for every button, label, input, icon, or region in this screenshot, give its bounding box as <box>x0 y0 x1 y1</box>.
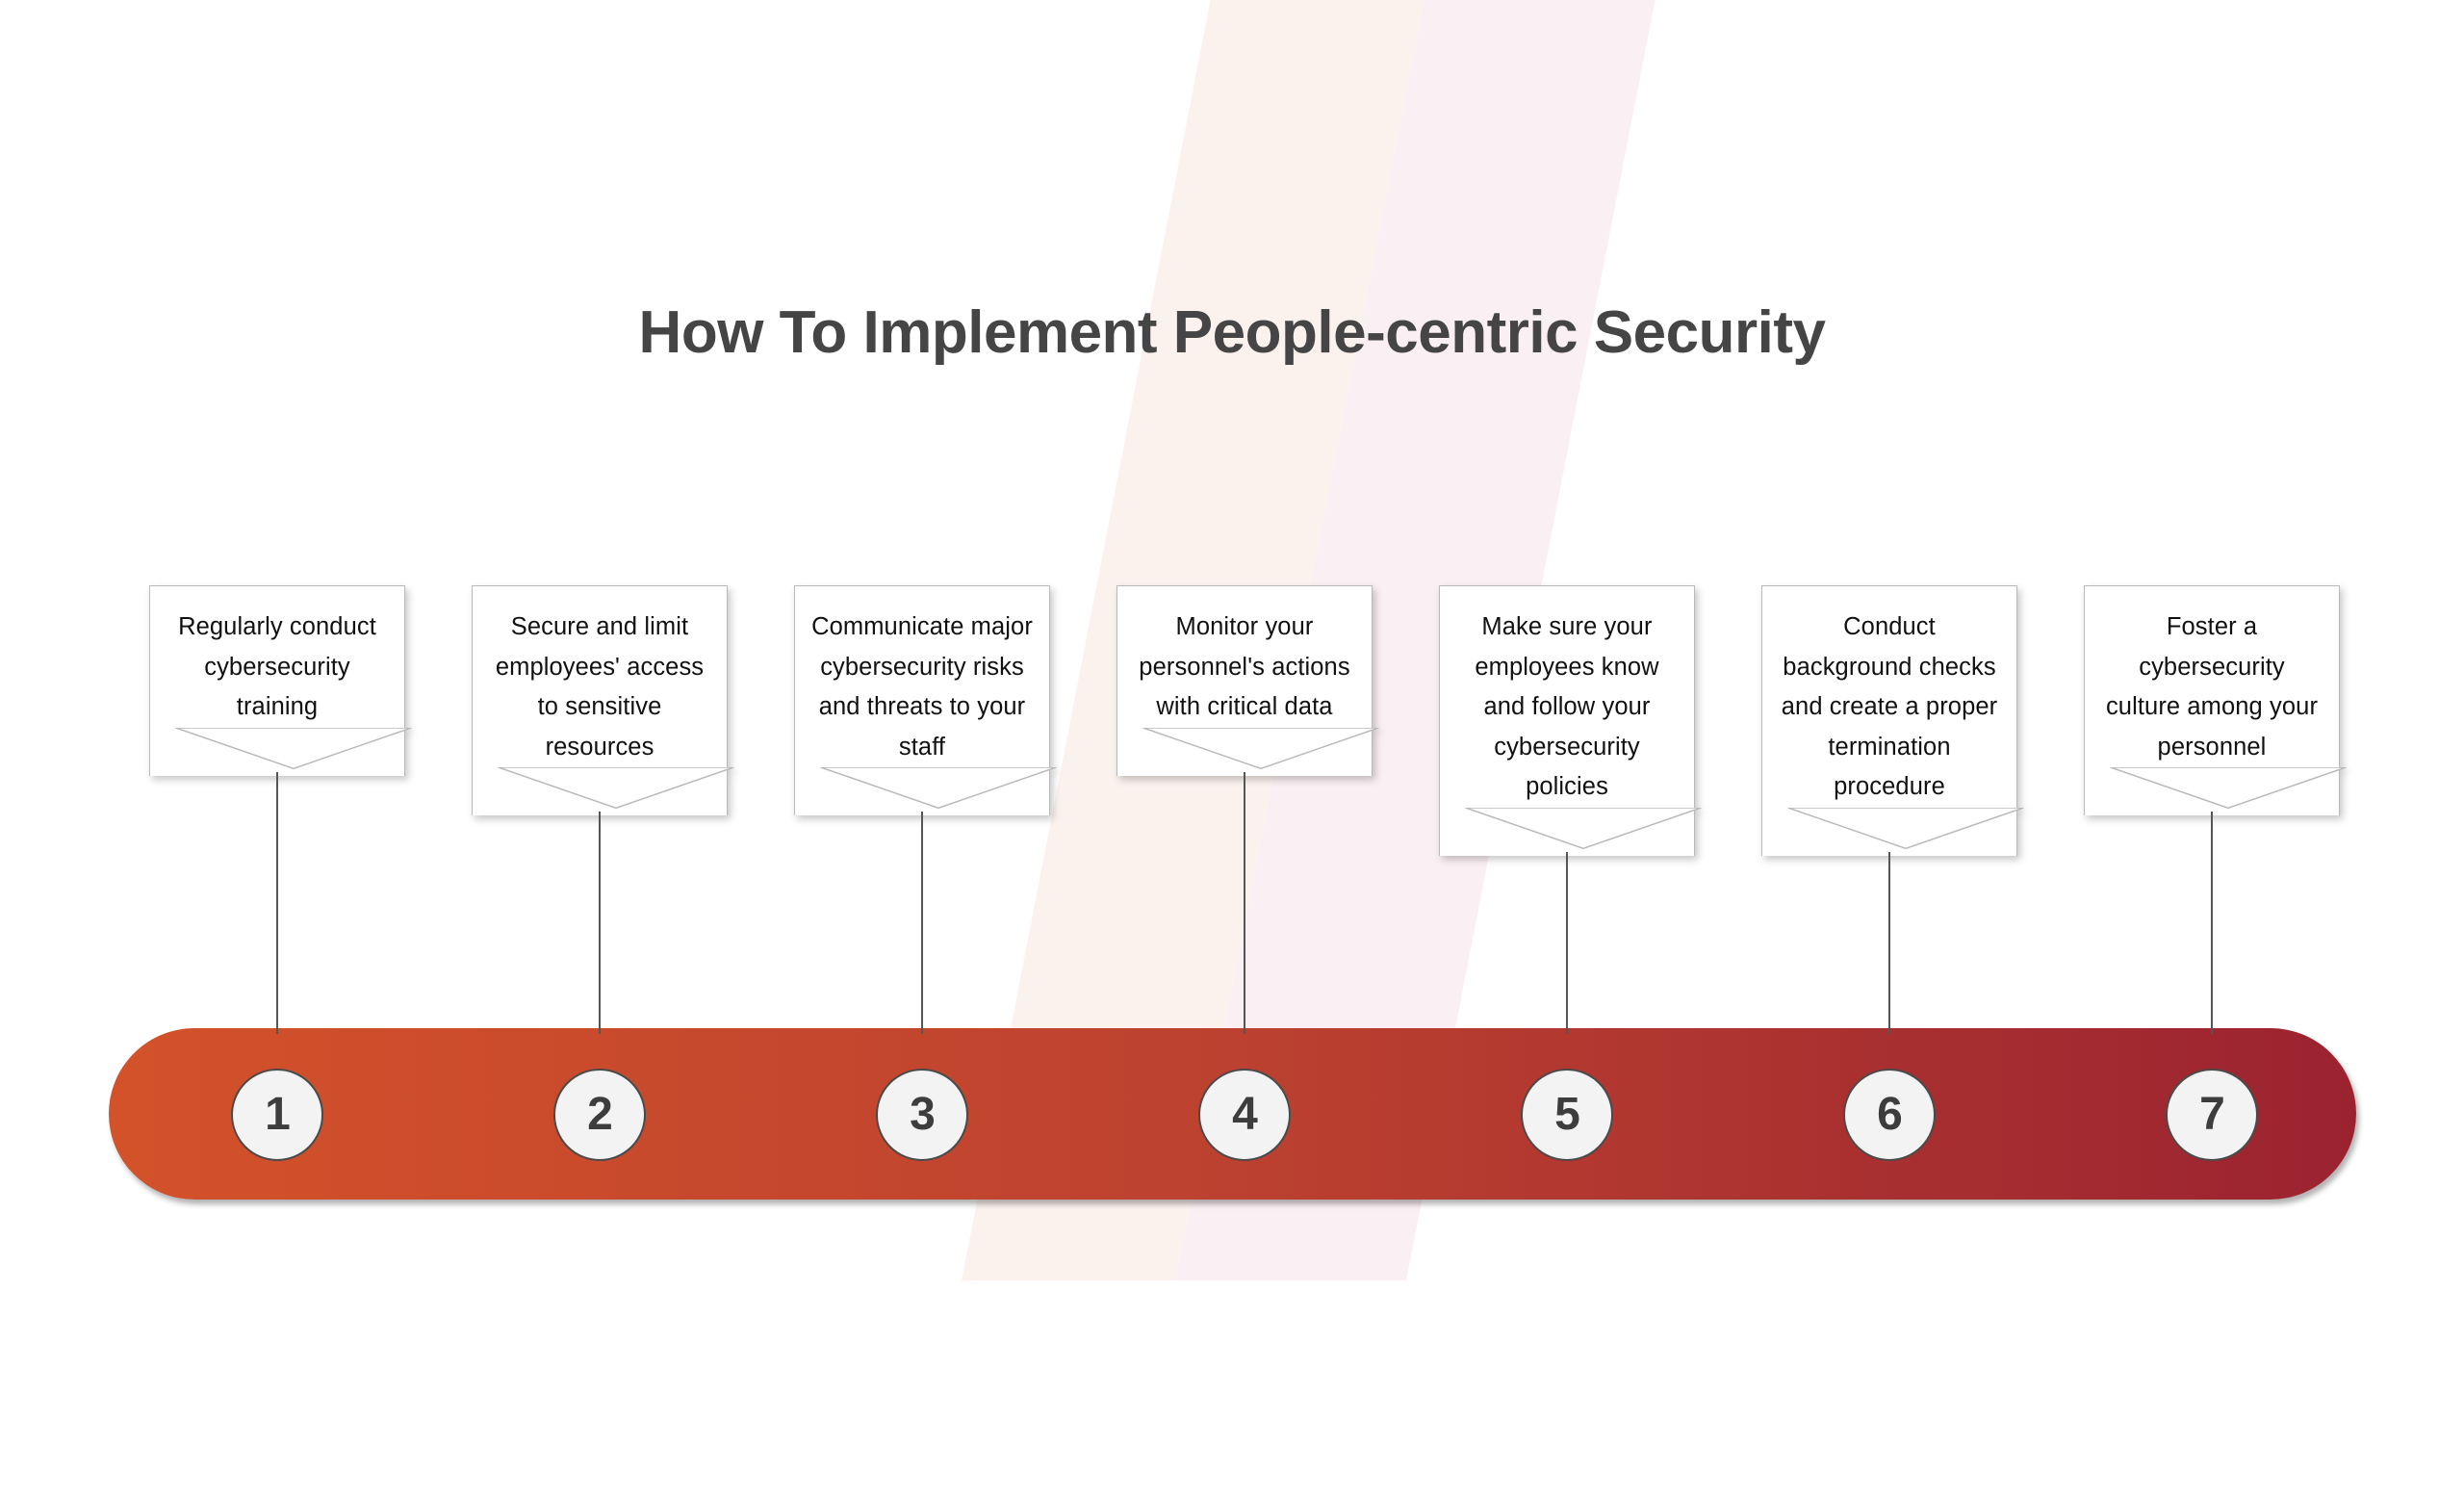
step-card-notch <box>810 767 1066 812</box>
step-connector-line <box>2211 812 2213 1034</box>
step-card-text: Regularly conduct cybersecurity training <box>178 613 376 720</box>
step-card-body: Secure and limit employees' access to se… <box>472 585 734 815</box>
step-connector-line <box>276 772 278 1034</box>
step-card-body: Communicate major cybersecurity risks an… <box>794 585 1057 815</box>
step-card-body: Monitor your personnel's actions with cr… <box>1116 585 1379 776</box>
timeline-node-4[interactable]: 4 <box>1198 1069 1291 1161</box>
step-card[interactable]: Secure and limit employees' access to se… <box>472 585 734 815</box>
step-card-text: Make sure your employees know and follow… <box>1475 613 1659 800</box>
timeline-node-label: 3 <box>910 1089 936 1140</box>
step-card-notch <box>166 727 422 772</box>
step-card[interactable]: Communicate major cybersecurity risks an… <box>794 585 1057 815</box>
step-card-text: Communicate major cybersecurity risks an… <box>811 613 1033 761</box>
step-card-body: Make sure your employees know and follow… <box>1439 585 1702 856</box>
timeline-node-label: 7 <box>2199 1089 2225 1140</box>
step-connector-line <box>599 812 601 1034</box>
page-title: How To Implement People-centric Security <box>638 299 1826 366</box>
step-card-text: Foster a cybersecurity culture among you… <box>2105 613 2319 761</box>
step-card-body: Regularly conduct cybersecurity training <box>149 585 412 776</box>
step-card-notch <box>1455 807 1711 852</box>
timeline-node-5[interactable]: 5 <box>1521 1069 1613 1161</box>
timeline-node-label: 6 <box>1877 1089 1903 1140</box>
step-connector-line <box>1244 772 1245 1034</box>
step-card-body: Conduct background checks and create a p… <box>1761 585 2024 856</box>
step-card[interactable]: Foster a cybersecurity culture among you… <box>2084 585 2347 815</box>
step-card[interactable]: Regularly conduct cybersecurity training <box>149 585 412 776</box>
step-card-notch <box>1778 807 2034 852</box>
step-card-notch <box>488 767 744 812</box>
step-connector-line <box>1566 852 1568 1034</box>
step-connector-line <box>921 812 923 1034</box>
timeline-node-6[interactable]: 6 <box>1843 1069 1936 1161</box>
step-card[interactable]: Make sure your employees know and follow… <box>1439 585 1702 856</box>
step-card-body: Foster a cybersecurity culture among you… <box>2084 585 2347 815</box>
step-card[interactable]: Monitor your personnel's actions with cr… <box>1116 585 1379 776</box>
step-card-notch <box>2100 767 2356 812</box>
timeline-node-label: 5 <box>1554 1089 1580 1140</box>
step-card-text: Monitor your personnel's actions with cr… <box>1139 613 1350 720</box>
step-card[interactable]: Conduct background checks and create a p… <box>1761 585 2024 856</box>
step-card-text: Secure and limit employees' access to se… <box>495 613 705 761</box>
timeline-node-label: 4 <box>1232 1089 1258 1140</box>
timeline-node-1[interactable]: 1 <box>231 1069 323 1161</box>
timeline-node-7[interactable]: 7 <box>2166 1069 2258 1161</box>
step-connector-line <box>1888 852 1890 1034</box>
timeline-node-label: 1 <box>265 1089 291 1140</box>
step-card-text: Conduct background checks and create a p… <box>1781 613 1998 800</box>
step-card-notch <box>1133 727 1389 772</box>
timeline-node-3[interactable]: 3 <box>876 1069 968 1161</box>
timeline-node-label: 2 <box>587 1089 613 1140</box>
timeline-node-2[interactable]: 2 <box>553 1069 646 1161</box>
